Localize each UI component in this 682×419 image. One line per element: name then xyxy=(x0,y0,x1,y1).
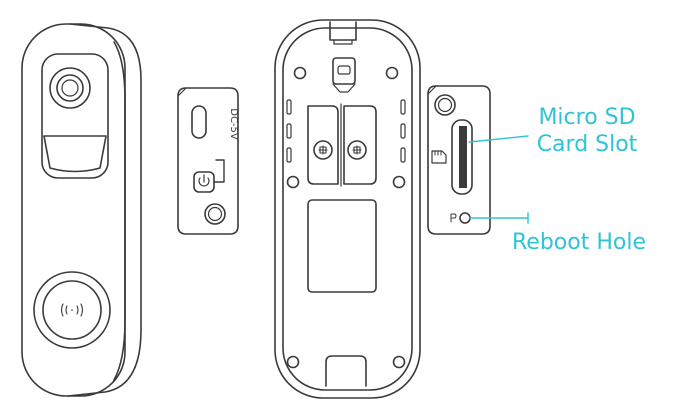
bracket-hole-br xyxy=(392,355,406,369)
bracket-center-window xyxy=(307,199,377,293)
side-plate-outline xyxy=(427,85,491,235)
sd-callout-line xyxy=(468,135,529,143)
doorbell-side-shell xyxy=(67,23,142,397)
screw-right-icon xyxy=(347,140,367,160)
button-wave-icon xyxy=(60,303,84,317)
top-clip xyxy=(329,21,357,41)
camera-window xyxy=(41,53,109,179)
micro-sd-slot xyxy=(451,119,473,195)
sd-slot-callout: Micro SD Card Slot xyxy=(528,104,646,158)
bracket-hole-bl xyxy=(286,355,300,369)
power-icon xyxy=(198,174,210,187)
cable-channel xyxy=(213,159,225,183)
bracket-hole-tr xyxy=(385,66,399,80)
sd-callout-line2: Card Slot xyxy=(536,132,638,157)
bracket-hole-tl xyxy=(293,66,307,80)
doorbell-body xyxy=(21,23,126,397)
micro-sd-card xyxy=(459,126,467,188)
side-screw xyxy=(434,94,456,116)
doorbell-bottom-view xyxy=(177,87,239,235)
doorbell-side-view xyxy=(427,85,491,235)
dc-port-label: DC-5V xyxy=(228,108,239,140)
screw-plate-right xyxy=(343,105,377,185)
dc-port-slot xyxy=(191,105,207,139)
reboot-hole xyxy=(459,212,471,224)
reboot-callout-line xyxy=(469,212,529,224)
top-latch xyxy=(332,57,356,85)
doorbell-button xyxy=(33,271,111,349)
side-edge-line xyxy=(113,41,126,381)
pir-sensor-window xyxy=(43,135,107,173)
camera-lens-icon xyxy=(49,67,91,109)
bracket-outer xyxy=(274,19,421,399)
bracket-hole-mr xyxy=(392,175,406,189)
screw-left-icon xyxy=(313,140,333,160)
doorbell-button-ring xyxy=(42,280,102,340)
bracket-inner xyxy=(282,27,413,391)
screw-plate-left xyxy=(307,105,339,185)
micro-sd-card-icon xyxy=(431,150,447,164)
bracket-hole-ml xyxy=(286,175,300,189)
bottom-plate-outline xyxy=(177,87,239,235)
reboot-icon xyxy=(450,213,457,223)
mounting-bracket xyxy=(274,19,421,399)
sd-callout-line1: Micro SD xyxy=(538,105,636,130)
bottom-screw xyxy=(204,203,226,225)
camera-lens-inner xyxy=(56,74,84,102)
doorbell-front-view xyxy=(21,23,142,397)
bottom-notch xyxy=(325,355,367,387)
reboot-hole-callout: Reboot Hole xyxy=(512,230,646,255)
